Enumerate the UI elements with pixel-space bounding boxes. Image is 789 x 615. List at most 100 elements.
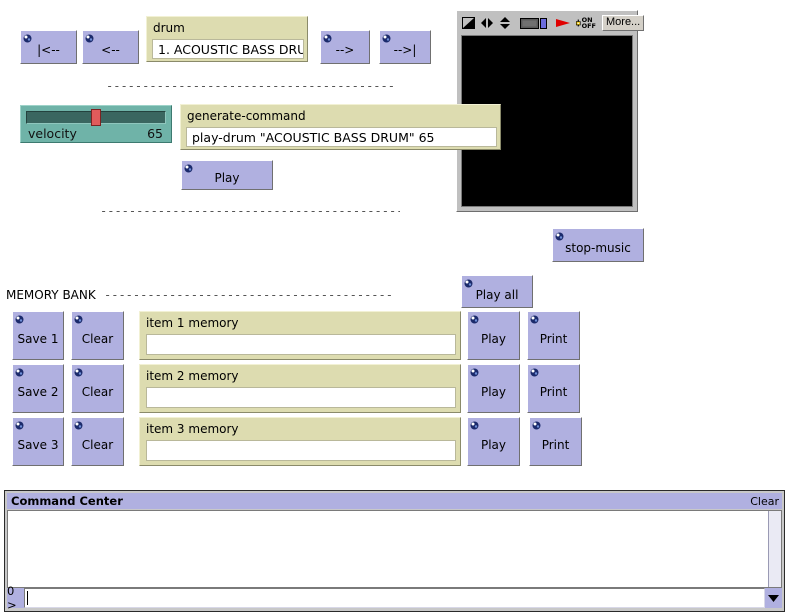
halo-handle-icon[interactable] <box>530 313 539 324</box>
halo-handle-icon[interactable] <box>530 366 539 377</box>
print-2-label: Print <box>539 384 568 399</box>
toggle-off-label: OFF <box>581 22 596 30</box>
save-3-button[interactable]: Save 3 <box>12 417 64 466</box>
toggle-on-label: ON <box>581 15 593 24</box>
on-off-toggle-icon[interactable]: ON OFF <box>576 16 596 30</box>
halo-handle-icon[interactable] <box>532 419 541 430</box>
nav-first-label: |<-- <box>37 43 60 57</box>
save-1-label: Save 1 <box>17 331 59 346</box>
chevron-down-icon[interactable] <box>765 588 782 608</box>
halo-handle-icon[interactable] <box>470 419 479 430</box>
halo-handle-icon[interactable] <box>15 419 24 430</box>
memory-3-field[interactable] <box>146 440 456 461</box>
halo-handle-icon[interactable] <box>555 230 564 241</box>
play-all-label: Play all <box>475 287 519 302</box>
print-1-button[interactable]: Print <box>527 311 580 360</box>
play-arrow-icon[interactable] <box>555 16 571 30</box>
save-3-label: Save 3 <box>17 437 59 452</box>
clear-2-label: Clear <box>81 384 114 399</box>
print-2-button[interactable]: Print <box>527 364 580 413</box>
paint-bucket-icon[interactable] <box>462 16 476 30</box>
memory-3-title: item 3 memory <box>146 422 239 436</box>
play-1-button[interactable]: Play <box>467 311 520 360</box>
separator-top: ----------------------------------------… <box>106 79 396 91</box>
velocity-slider-knob[interactable] <box>91 109 101 126</box>
velocity-value: 65 <box>147 126 163 141</box>
clear-3-button[interactable]: Clear <box>71 417 124 466</box>
halo-handle-icon[interactable] <box>184 162 193 173</box>
halo-handle-icon[interactable] <box>470 366 479 377</box>
velocity-slider[interactable]: velocity 65 <box>20 105 172 143</box>
drum-panel-title: drum <box>153 21 185 35</box>
memory-bank-label: MEMORY BANK <box>6 288 96 302</box>
save-2-label: Save 2 <box>17 384 59 399</box>
text-caret <box>27 591 28 605</box>
play-3-label: Play <box>480 437 507 452</box>
clear-3-label: Clear <box>81 437 114 452</box>
halo-handle-icon[interactable] <box>74 313 83 324</box>
play-all-button[interactable]: Play all <box>461 275 533 308</box>
halo-handle-icon[interactable] <box>23 32 32 43</box>
screen-split-icon[interactable] <box>520 16 548 30</box>
memory-1-field[interactable] <box>146 334 456 355</box>
memory-2-title: item 2 memory <box>146 369 239 383</box>
halo-handle-icon[interactable] <box>470 313 479 324</box>
nav-last-label: -->| <box>393 43 417 57</box>
command-center-input-row: 0 > <box>7 584 782 612</box>
halo-handle-icon[interactable] <box>15 313 24 324</box>
memory-row-3-panel: item 3 memory <box>139 417 461 466</box>
nav-next-button[interactable]: --> <box>320 30 370 64</box>
halo-handle-icon[interactable] <box>382 32 391 43</box>
nav-prev-label: <-- <box>101 43 120 57</box>
nav-prev-button[interactable]: <-- <box>82 30 139 64</box>
clear-1-label: Clear <box>81 331 114 346</box>
velocity-label: velocity <box>28 126 77 141</box>
command-center-input[interactable] <box>24 588 765 608</box>
play-3-button[interactable]: Play <box>467 417 520 466</box>
memory-1-title: item 1 memory <box>146 316 239 330</box>
nav-last-button[interactable]: -->| <box>379 30 431 64</box>
memory-row-1-panel: item 1 memory <box>139 311 461 360</box>
command-center-input-text <box>25 589 764 592</box>
command-center-scrollbar[interactable] <box>768 511 781 587</box>
nav-next-label: --> <box>335 43 355 57</box>
command-center-window: Command Center Clear 0 > <box>4 490 785 612</box>
more-button[interactable]: More... <box>602 15 645 31</box>
print-1-label: Print <box>539 331 568 346</box>
stop-music-label: stop-music <box>565 241 631 255</box>
up-down-arrows-icon[interactable] <box>498 16 512 30</box>
clear-2-button[interactable]: Clear <box>71 364 124 413</box>
memory-row-2-panel: item 2 memory <box>139 364 461 413</box>
print-3-label: Print <box>541 437 570 452</box>
command-center-clear-link[interactable]: Clear <box>750 494 779 508</box>
play-1-label: Play <box>480 331 507 346</box>
halo-handle-icon[interactable] <box>464 277 473 288</box>
drum-selector-panel: drum 1. ACOUSTIC BASS DRUM <box>146 16 308 62</box>
halo-handle-icon[interactable] <box>15 366 24 377</box>
halo-handle-icon[interactable] <box>74 419 83 430</box>
play-button[interactable]: Play <box>181 160 273 190</box>
command-center-title: Command Center <box>11 494 123 508</box>
clear-1-button[interactable]: Clear <box>71 311 124 360</box>
print-3-button[interactable]: Print <box>529 417 582 466</box>
play-2-label: Play <box>480 384 507 399</box>
command-center-output-text <box>8 511 781 515</box>
halo-handle-icon[interactable] <box>323 32 332 43</box>
save-2-button[interactable]: Save 2 <box>12 364 64 413</box>
play-2-button[interactable]: Play <box>467 364 520 413</box>
halo-handle-icon[interactable] <box>74 366 83 377</box>
halo-handle-icon[interactable] <box>85 32 94 43</box>
command-center-prompt: 0 > <box>7 584 17 612</box>
generate-command-panel: generate-command play-drum "ACOUSTIC BAS… <box>180 104 501 150</box>
generate-panel-title: generate-command <box>187 109 306 123</box>
command-center-titlebar: Command Center Clear <box>7 493 782 509</box>
memory-2-field[interactable] <box>146 387 456 408</box>
drum-value-field[interactable]: 1. ACOUSTIC BASS DRUM <box>152 39 304 59</box>
stop-music-button[interactable]: stop-music <box>552 228 644 262</box>
left-right-arrows-icon[interactable] <box>480 16 494 30</box>
save-1-button[interactable]: Save 1 <box>12 311 64 360</box>
command-center-output[interactable] <box>7 510 782 588</box>
generate-command-field[interactable]: play-drum "ACOUSTIC BASS DRUM" 65 <box>186 127 497 147</box>
nav-first-button[interactable]: |<-- <box>20 30 77 64</box>
play-button-label: Play <box>214 171 240 185</box>
